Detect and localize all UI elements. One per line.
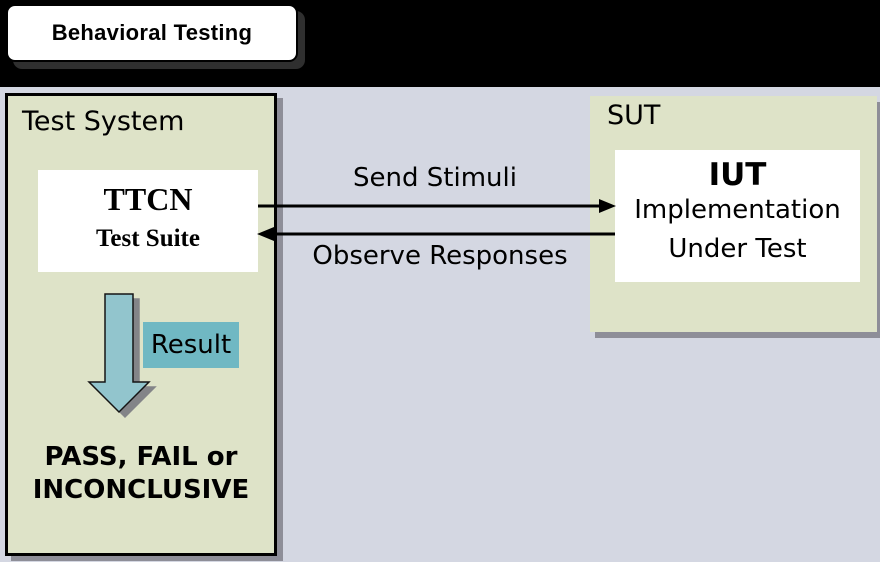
iut-subtitle-line1: Implementation [634,195,841,225]
header-band: Behavioral Testing [0,0,880,87]
slide-title: Behavioral Testing [51,20,253,45]
iut-subtitle-line2: Under Test [668,234,807,264]
verdict-line-1: PASS, FAIL or [44,442,238,472]
result-label: Result [143,322,239,368]
iut-title: IUT [708,157,767,193]
ttcn-test-suite-box: TTCN Test Suite [38,170,258,272]
verdict-text: PASS, FAIL or INCONCLUSIVE [16,441,266,507]
iut-box: IUT Implementation Under Test [615,150,860,282]
sut-label: SUT [607,100,661,131]
ttcn-subtitle: Test Suite [96,225,200,252]
ttcn-title: TTCN [103,181,193,217]
test-system-label: Test System [22,106,185,137]
send-stimuli-label: Send Stimuli [353,163,517,193]
slide-title-box: Behavioral Testing [6,4,298,62]
observe-responses-label: Observe Responses [312,241,568,271]
verdict-line-2: INCONCLUSIVE [32,475,250,505]
